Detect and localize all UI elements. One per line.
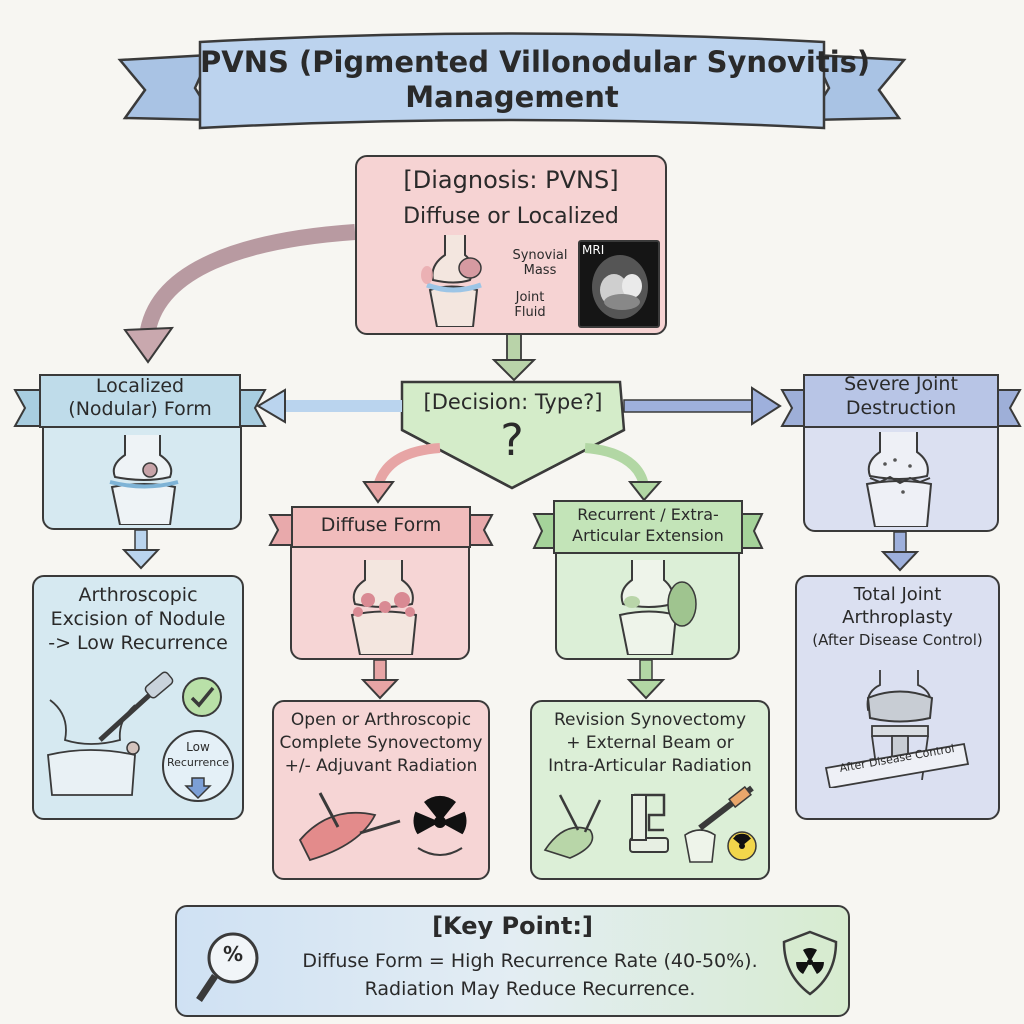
low-recurrence-badge-line-2: Recurrence bbox=[166, 756, 230, 769]
diffuse-treatment-line-3: +/- Adjuvant Radiation bbox=[284, 756, 478, 776]
localized-ribbon-line-2: (Nodular) Form bbox=[68, 398, 212, 420]
magnifier-icon bbox=[196, 932, 259, 1002]
severe-treatment-line-2: Arthroplasty bbox=[842, 607, 953, 628]
diffuse-treatment-box bbox=[272, 700, 490, 880]
key-point-box bbox=[175, 905, 850, 1017]
arrow-decision-to-severe bbox=[623, 386, 782, 426]
disease-control-tag-ribbon bbox=[824, 742, 970, 788]
severe-ribbon-line-2: Destruction bbox=[845, 397, 957, 419]
severe-knee-icon bbox=[865, 432, 933, 527]
knee-implant-icon bbox=[866, 670, 934, 780]
arrow-decision-to-diffuse bbox=[362, 443, 441, 504]
arrow-recurrent-down bbox=[626, 659, 666, 700]
joint-fluid-label-2: Fluid bbox=[514, 305, 546, 320]
decision-label: [Decision: Type?] bbox=[423, 390, 603, 414]
radiation-shield-icon bbox=[782, 930, 838, 996]
arrow-severe-down bbox=[880, 531, 920, 572]
localized-ribbon bbox=[13, 374, 267, 428]
localized-ribbon-line-1: Localized bbox=[95, 375, 185, 397]
diagnosis-subheading: Diffuse or Localized bbox=[403, 204, 619, 229]
arrow-decision-to-localized bbox=[256, 388, 402, 424]
severe-ribbon bbox=[780, 374, 1022, 428]
knee-joint-icon bbox=[421, 235, 482, 327]
diffuse-treatment-line-1: Open or Arthroscopic bbox=[290, 710, 472, 730]
localized-treatment-line-3: -> Low Recurrence bbox=[48, 632, 228, 654]
arrow-diffuse-down bbox=[360, 659, 400, 700]
mri-label: MRI bbox=[582, 243, 605, 257]
key-point-line-1: Diffuse Form = High Recurrence Rate (40-… bbox=[302, 950, 758, 972]
severe-treatment-line-1: Total Joint bbox=[853, 584, 942, 605]
recurrent-treatment-line-1: Revision Synovectomy bbox=[553, 710, 747, 730]
open-surgery-icon bbox=[298, 792, 401, 862]
syringe-knee-icon bbox=[684, 785, 757, 863]
diffuse-ribbon bbox=[268, 506, 494, 548]
check-icon bbox=[182, 677, 222, 717]
arrow-diagnosis-to-decision bbox=[491, 333, 537, 382]
mri-scan-icon bbox=[592, 255, 648, 319]
recurrent-knee-icon bbox=[618, 560, 697, 655]
recurrent-ribbon-line-1: Recurrent / Extra- bbox=[577, 505, 719, 524]
localized-treatment-line-2: Excision of Nodule bbox=[50, 608, 226, 630]
arthroscope-icon bbox=[47, 671, 174, 796]
diffuse-knee-icon bbox=[350, 560, 418, 655]
severe-treatment-line-3: (After Disease Control) bbox=[812, 631, 983, 649]
synovial-mass-label-1: Synovial bbox=[512, 248, 568, 263]
diffuse-ribbon-label: Diffuse Form bbox=[320, 514, 442, 536]
decision-symbol: ? bbox=[500, 415, 524, 466]
diffuse-treatment-line-2: Complete Synovectomy bbox=[279, 733, 483, 753]
low-recurrence-badge bbox=[162, 730, 234, 802]
recurrent-ribbon bbox=[532, 500, 764, 554]
mri-image bbox=[578, 240, 660, 328]
localized-treatment-line-1: Arthroscopic bbox=[78, 584, 198, 606]
key-point-heading: [Key Point:] bbox=[432, 912, 593, 940]
arrow-localized-down bbox=[121, 529, 161, 570]
recurrent-treatment-line-2: + External Beam or bbox=[566, 733, 734, 753]
severe-ribbon-line-1: Severe Joint bbox=[844, 373, 958, 395]
percent-symbol: % bbox=[222, 942, 244, 966]
external-beam-machine-icon bbox=[629, 793, 669, 853]
joint-fluid-label-1: Joint bbox=[515, 290, 545, 305]
radiation-icon bbox=[413, 795, 467, 856]
localized-knee-icon bbox=[109, 435, 179, 525]
title-line-1: PVNS (Pigmented Villonodular Synovitis) bbox=[200, 45, 871, 79]
arrow-diagnosis-to-localized bbox=[123, 224, 356, 364]
recurrent-ribbon-line-2: Articular Extension bbox=[572, 526, 724, 545]
synovial-mass-label-2: Mass bbox=[523, 263, 557, 278]
title-ribbon bbox=[117, 32, 907, 130]
key-point-line-2: Radiation May Reduce Recurrence. bbox=[364, 978, 696, 1000]
recurrent-treatment-line-3: Intra-Articular Radiation bbox=[548, 756, 752, 776]
title-line-2: Management bbox=[405, 80, 619, 114]
arrow-decision-to-recurrent bbox=[584, 443, 663, 502]
low-recurrence-badge-line-1: Low bbox=[186, 740, 210, 754]
revision-surgery-icon bbox=[543, 794, 602, 859]
diagnosis-heading: [Diagnosis: PVNS] bbox=[403, 166, 619, 194]
